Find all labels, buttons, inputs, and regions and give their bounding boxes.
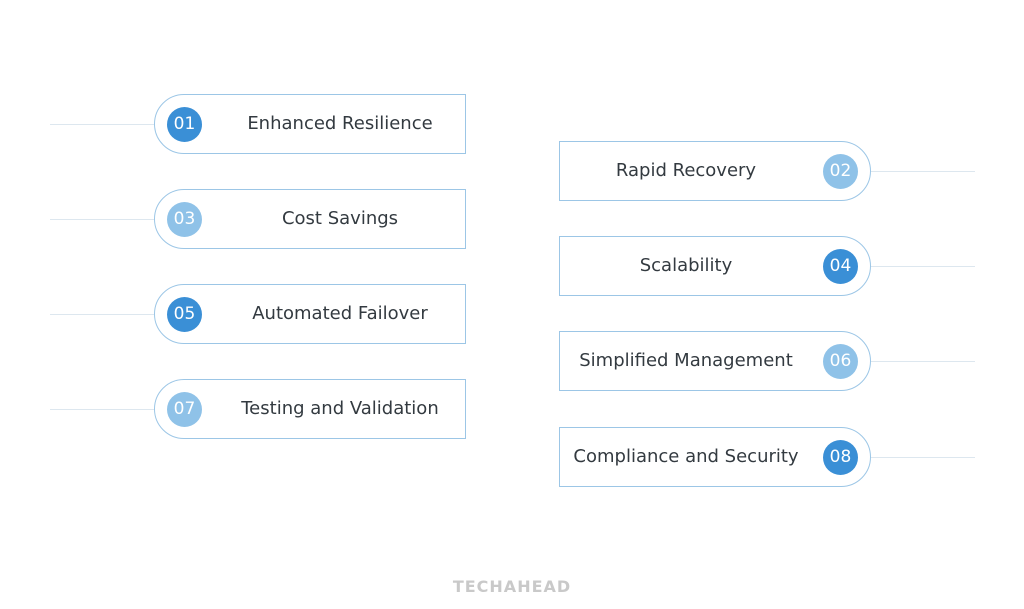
label-05: Automated Failover [252,303,428,324]
brand-logo: TECHAHEAD [452,577,572,596]
card-07: 07 Testing and Validation [154,379,466,439]
label-04: Scalability [639,255,733,276]
badge-04: 04 [823,249,858,284]
card-02: 02 Rapid Recovery [559,141,871,201]
connector-08 [870,457,975,458]
connector-07 [50,409,154,410]
label-01: Enhanced Resilience [247,113,433,134]
badge-03: 03 [167,202,202,237]
connector-06 [870,361,975,362]
badge-06: 06 [823,344,858,379]
connector-02 [870,171,975,172]
label-08: Compliance and Security [573,446,799,467]
badge-05: 05 [167,297,202,332]
card-05: 05 Automated Failover [154,284,466,344]
connector-05 [50,314,154,315]
label-02: Rapid Recovery [615,160,757,181]
label-07: Testing and Validation [241,398,439,419]
card-06: 06 Simplified Management [559,331,871,391]
badge-02: 02 [823,154,858,189]
badge-07: 07 [167,392,202,427]
card-03: 03 Cost Savings [154,189,466,249]
connector-01 [50,124,154,125]
connector-04 [870,266,975,267]
card-08: 08 Compliance and Security [559,427,871,487]
card-01: 01 Enhanced Resilience [154,94,466,154]
card-04: 04 Scalability [559,236,871,296]
connector-03 [50,219,154,220]
badge-01: 01 [167,107,202,142]
badge-08: 08 [823,440,858,475]
label-03: Cost Savings [281,208,399,229]
label-06: Simplified Management [579,350,793,371]
